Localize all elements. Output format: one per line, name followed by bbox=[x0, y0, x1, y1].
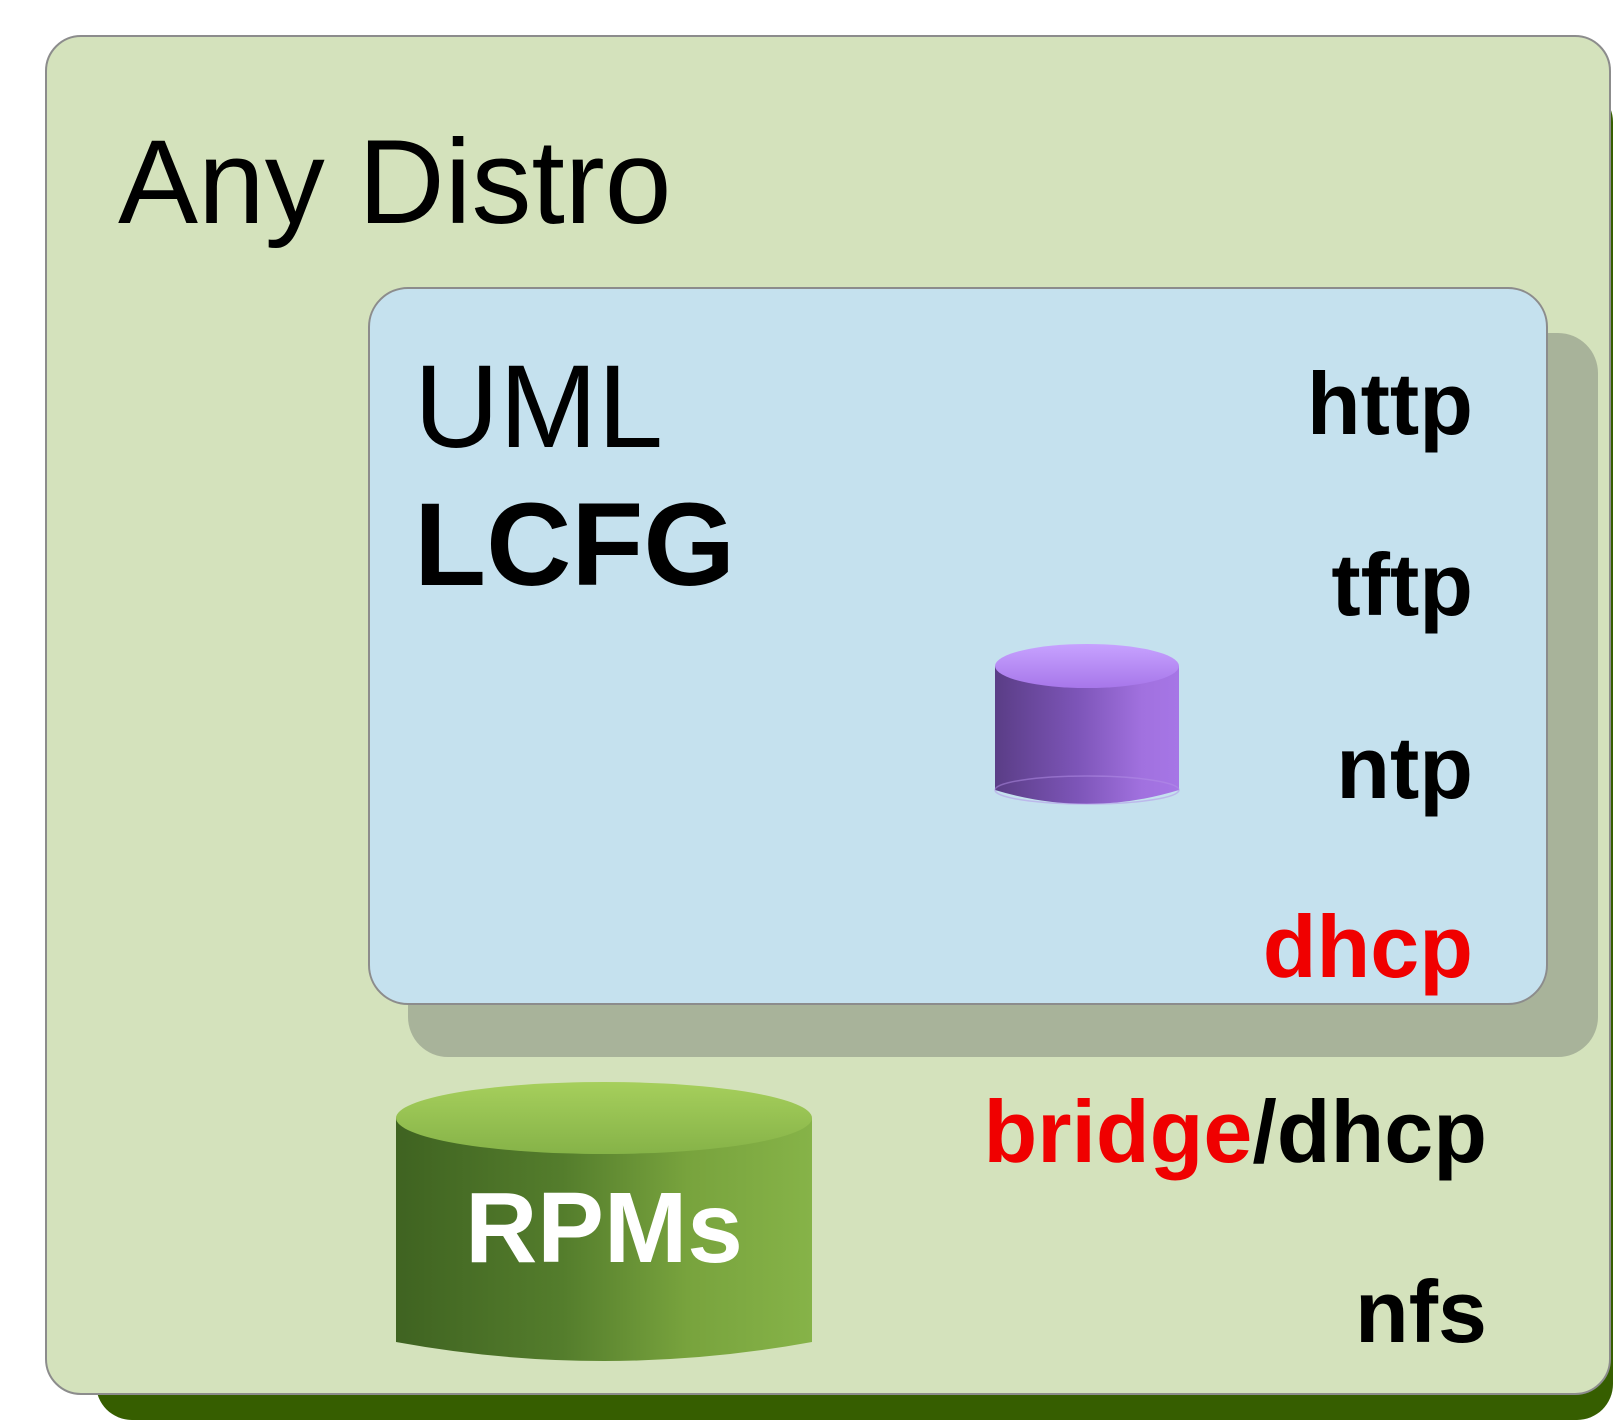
uml-lcfg-panel bbox=[368, 287, 1548, 1005]
rpms-label: RPMs bbox=[465, 1172, 743, 1284]
service-ntp-label: ntp bbox=[1336, 718, 1473, 817]
any-distro-title: Any Distro bbox=[118, 115, 672, 249]
rpms-cylinder-icon bbox=[396, 1082, 812, 1361]
database-cylinder-icon bbox=[994, 644, 1180, 805]
service-dhcp-label: dhcp bbox=[1262, 897, 1473, 996]
bridge-label: bridge bbox=[983, 1082, 1253, 1181]
service-tftp-label: tftp bbox=[1331, 535, 1473, 634]
service-http-label: http bbox=[1306, 354, 1473, 453]
uml-title: UML bbox=[414, 341, 664, 473]
bridge-dhcp-label: bridge/dhcp bbox=[983, 1088, 1487, 1176]
service-nfs-label: nfs bbox=[1355, 1262, 1487, 1361]
lcfg-title: LCFG bbox=[414, 479, 736, 611]
host-dhcp-label: /dhcp bbox=[1252, 1082, 1487, 1181]
